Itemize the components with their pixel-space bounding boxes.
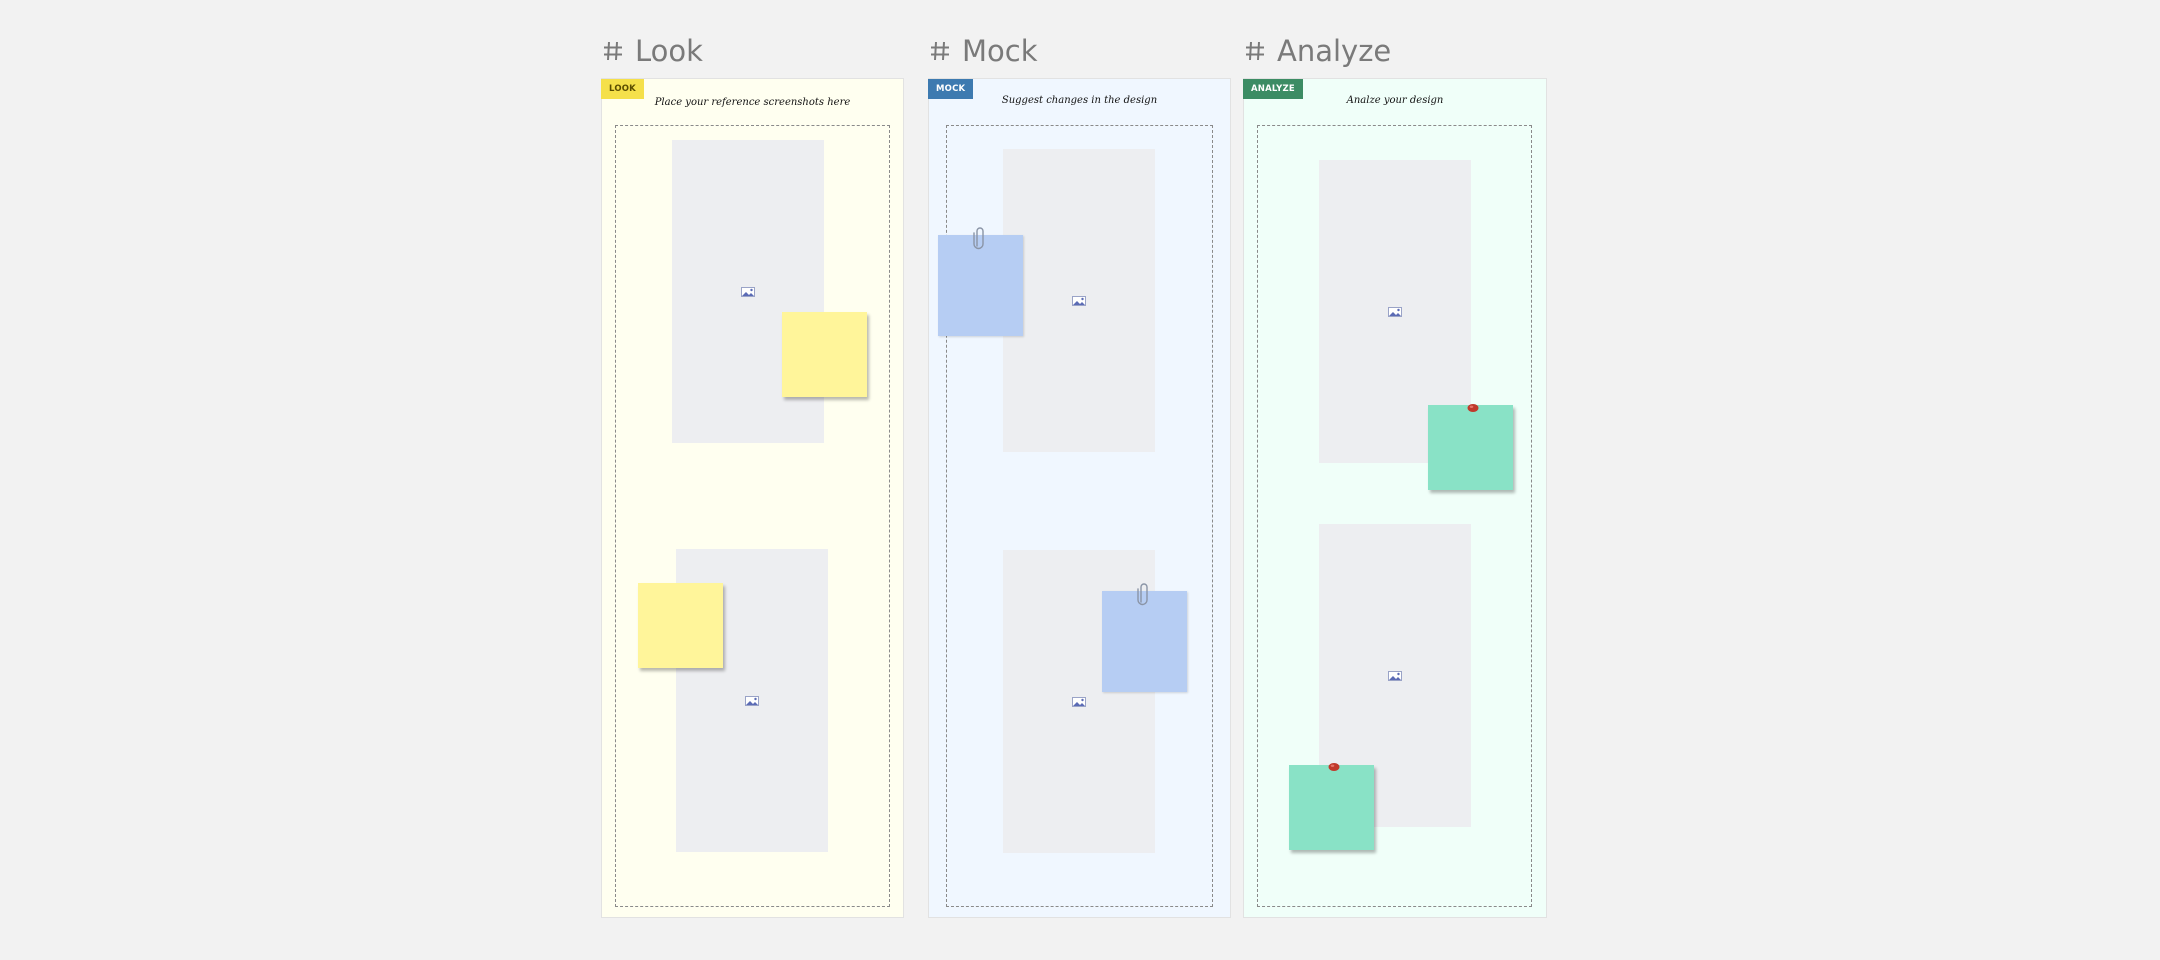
screenshot-dropzone-look[interactable] xyxy=(615,125,890,907)
paperclip-icon xyxy=(973,227,984,250)
frame-title-label: Analyze xyxy=(1277,34,1392,68)
image-placeholder-icon xyxy=(741,286,755,297)
frame-tag-look: LOOK xyxy=(601,79,644,99)
pushpin-icon xyxy=(1467,404,1479,412)
image-placeholder-icon xyxy=(1388,306,1402,317)
frame-title-analyze[interactable]: Analyze xyxy=(1244,34,1391,68)
screenshot-placeholder-mock-1[interactable] xyxy=(1003,149,1155,452)
frame-look[interactable]: LOOK Place your reference screenshots he… xyxy=(601,78,904,918)
frame-hash-icon xyxy=(1246,41,1264,61)
sticky-note-mock-1[interactable] xyxy=(938,235,1023,336)
frame-analyze[interactable]: ANALYZE Analze your design xyxy=(1243,78,1547,918)
frame-hash-icon xyxy=(931,41,949,61)
frame-hash-icon xyxy=(604,41,622,61)
frame-title-label: Look xyxy=(635,34,703,68)
sticky-note-analyze-1[interactable] xyxy=(1428,405,1513,490)
frame-mock[interactable]: MOCK Suggest changes in the design xyxy=(928,78,1231,918)
paperclip-icon xyxy=(1137,583,1148,606)
screenshot-placeholder-look-1[interactable] xyxy=(672,140,824,443)
sticky-note-analyze-2[interactable] xyxy=(1289,765,1374,850)
sticky-note-look-1[interactable] xyxy=(782,312,867,397)
frame-description-mock: Suggest changes in the design xyxy=(1001,95,1158,106)
sticky-note-look-2[interactable] xyxy=(638,583,723,668)
image-placeholder-icon xyxy=(745,695,759,706)
image-placeholder-icon xyxy=(1388,670,1402,681)
pushpin-icon xyxy=(1328,763,1340,771)
frame-tag-mock: MOCK xyxy=(928,79,974,99)
frame-title-mock[interactable]: Mock xyxy=(929,34,1038,68)
frame-description-look: Place your reference screenshots here xyxy=(654,97,851,108)
sticky-note-mock-2[interactable] xyxy=(1102,591,1187,692)
image-placeholder-icon xyxy=(1072,696,1086,707)
image-placeholder-icon xyxy=(1072,295,1086,306)
screenshot-dropzone-mock[interactable] xyxy=(946,125,1213,907)
frame-title-look[interactable]: Look xyxy=(602,34,703,68)
frame-tag-analyze: ANALYZE xyxy=(1243,79,1303,99)
frame-description-analyze: Analze your design xyxy=(1346,95,1444,106)
frame-title-label: Mock xyxy=(962,34,1038,68)
screenshot-dropzone-analyze[interactable] xyxy=(1257,125,1532,907)
